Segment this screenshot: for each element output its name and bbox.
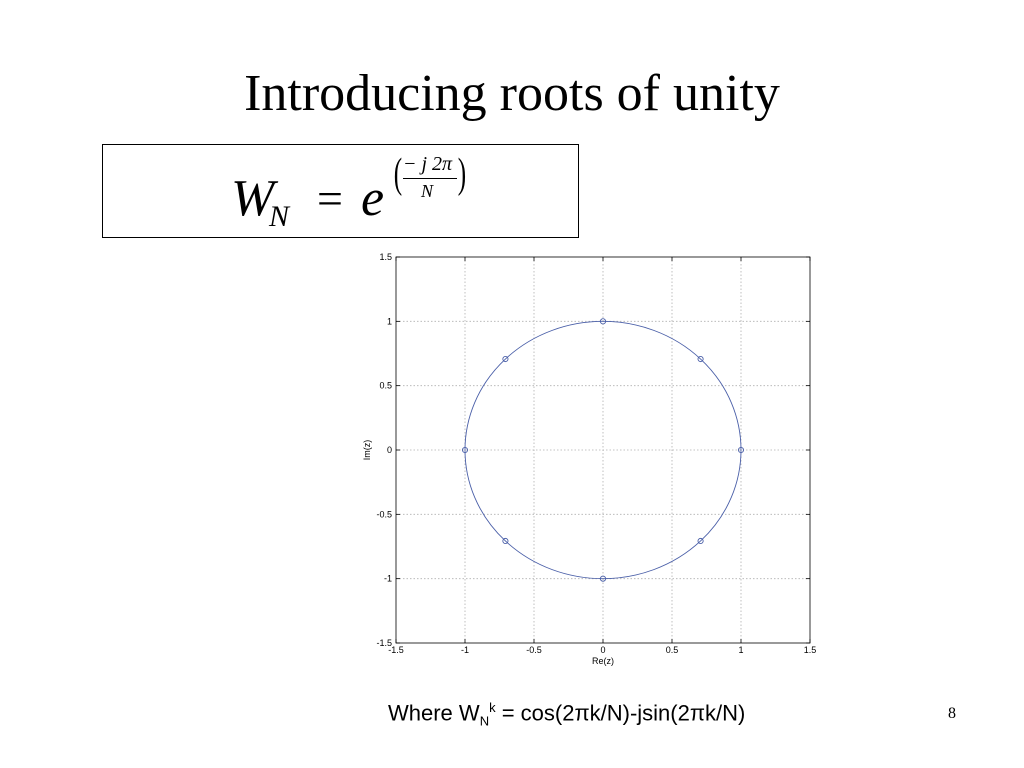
y-tick-label-5: 1 bbox=[387, 316, 392, 326]
data-point-1 bbox=[697, 355, 704, 363]
data-point-5 bbox=[502, 537, 509, 545]
formula-exponent-numerator: − j 2π bbox=[403, 153, 453, 175]
data-point-6 bbox=[599, 575, 607, 582]
x-tick-label-1: -1 bbox=[461, 645, 469, 655]
data-point-4 bbox=[461, 446, 469, 454]
x-axis-label: Re(z) bbox=[592, 656, 614, 666]
y-axis-label: Im(z) bbox=[362, 440, 372, 461]
formula-w-subscript: N bbox=[269, 200, 290, 233]
caption-prefix: Where W bbox=[388, 700, 480, 726]
y-tick-label-2: -0.5 bbox=[376, 509, 392, 519]
x-tick-label-3: 0 bbox=[600, 645, 605, 655]
unit-circle bbox=[464, 320, 742, 580]
y-tick-label-4: 0.5 bbox=[379, 381, 392, 391]
data-point-2 bbox=[599, 318, 607, 325]
formula-exponent-denominator: N bbox=[421, 181, 434, 201]
formula-fraction-bar bbox=[403, 178, 457, 179]
formula-w: W bbox=[231, 170, 275, 227]
y-tick-label-6: 1.5 bbox=[379, 252, 392, 262]
slide-title: Introducing roots of unity bbox=[244, 65, 780, 122]
x-tick-label-4: 0.5 bbox=[666, 645, 679, 655]
y-tick-label-0: -1.5 bbox=[376, 638, 392, 648]
roots-of-unity-formula: W N = e ( − j 2π N ) bbox=[231, 149, 531, 235]
x-tick-label-6: 1.5 bbox=[804, 645, 817, 655]
data-point-7 bbox=[697, 537, 704, 545]
x-tick-label-2: -0.5 bbox=[526, 645, 542, 655]
caption: Where WNk = cos(2πk/N)-jsin(2πk/N) bbox=[388, 694, 745, 736]
caption-subscript: N bbox=[479, 713, 490, 729]
y-tick-label-3: 0 bbox=[387, 445, 392, 455]
y-tick-label-1: -1 bbox=[384, 574, 392, 584]
data-point-0 bbox=[737, 446, 745, 454]
caption-superscript: k bbox=[489, 700, 496, 715]
caption-rest: = cos(2πk/N)-jsin(2πk/N) bbox=[495, 700, 746, 726]
formula-exponent: ( − j 2π N ) bbox=[391, 149, 471, 209]
unit-circle-plot: -1.5 -1 -0.5 0 0.5 1 1.5 -1.5 -1 -0.5 0 0.5 1 1.5Re(z… bbox=[362, 252, 817, 666]
page-number: 8 bbox=[948, 705, 956, 722]
formula-equals: = bbox=[317, 173, 343, 224]
formula-e: e bbox=[361, 170, 385, 227]
formula-open-paren: ( bbox=[393, 151, 403, 197]
x-tick-label-0: -1.5 bbox=[388, 645, 404, 655]
x-tick-label-5: 1 bbox=[738, 645, 743, 655]
data-point-3 bbox=[502, 355, 509, 363]
formula-close-paren: ) bbox=[457, 151, 467, 197]
formula-box: W N = e ( − j 2π N ) bbox=[102, 144, 579, 238]
